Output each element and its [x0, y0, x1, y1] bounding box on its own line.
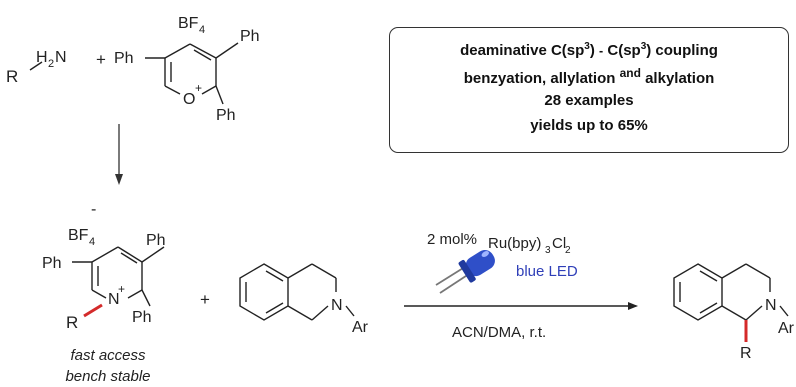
catalyst-subscript-2: 2	[565, 245, 571, 256]
catalyst-cl: Cl	[552, 235, 566, 252]
pyridinium-counterion: BF	[68, 227, 89, 244]
plus-sign-bottom: +	[200, 290, 210, 309]
summary-line-examples: 28 examples	[544, 92, 634, 109]
highlighted-n-r-bond	[83, 303, 103, 318]
pyridinium-ph-left: Ph	[42, 255, 62, 272]
pyridinium-salt: - BF 4 Ph Ph Ph N + R fast access bench …	[42, 201, 166, 385]
amine-r-label: R	[6, 67, 18, 86]
summary-line-yields: yields up to 65%	[530, 117, 648, 134]
amine-reagent: R H 2 N	[6, 49, 67, 86]
pyrylium-ph-top: Ph	[240, 28, 260, 45]
pyridinium-charge: +	[118, 282, 125, 296]
pyrylium-ph-left: Ph	[114, 50, 134, 67]
down-arrow	[115, 124, 123, 185]
catalyst-name: Ru(bpy)	[488, 235, 541, 252]
amine-h-label: H	[36, 49, 48, 66]
blue-led-label: blue LED	[516, 263, 578, 280]
summary-line-scope: benzyation, allylation and alkylation	[463, 66, 715, 87]
product-molecule	[673, 263, 789, 321]
tetrahydroisoquinoline-substrate	[239, 263, 355, 321]
substrate-nitrogen: N	[331, 297, 343, 314]
pyridinium-counterion-subscript: 4	[89, 236, 95, 248]
pyrylium-counterion-subscript: 4	[199, 24, 205, 36]
pyridinium-nitrogen: N	[108, 291, 120, 308]
pyrylium-counterion: BF	[178, 15, 199, 32]
pyridinium-minus: -	[91, 201, 96, 218]
pyridinium-ph-top: Ph	[146, 232, 166, 249]
reaction-arrow-head	[628, 302, 638, 310]
pyridinium-r-group: R	[66, 313, 78, 332]
pyrylium-charge: +	[195, 81, 202, 95]
pyrylium-oxygen: O	[183, 91, 195, 108]
amine-h2-subscript: 2	[48, 58, 54, 70]
catalyst-loading: 2 mol%	[427, 231, 477, 248]
substrate-aryl: Ar	[352, 319, 369, 336]
catalyst-subscript-3: 3	[545, 245, 551, 256]
summary-box: deaminative C(sp3) - C(sp3) coupling ben…	[389, 27, 789, 153]
amine-n-label: N	[55, 49, 67, 66]
pyrylium-salt: BF 4 Ph Ph Ph O +	[114, 15, 260, 124]
pyrylium-ph-bottom: Ph	[216, 107, 236, 124]
blue-led-icon	[435, 250, 495, 294]
pyridinium-ph-bottom: Ph	[132, 309, 152, 326]
summary-line-coupling: deaminative C(sp3) - C(sp3) coupling	[460, 41, 718, 59]
product-r-group: R	[740, 345, 752, 362]
product-aryl: Ar	[778, 320, 795, 337]
note-bench-stable: bench stable	[65, 368, 150, 385]
solvent-conditions: ACN/DMA, r.t.	[452, 324, 546, 341]
reaction-conditions: 2 mol% Ru(bpy) 3 Cl 2 blue LED ACN/DMA, …	[404, 231, 638, 341]
note-fast-access: fast access	[70, 347, 146, 364]
product-nitrogen: N	[765, 297, 777, 314]
plus-sign-top: +	[96, 50, 106, 69]
